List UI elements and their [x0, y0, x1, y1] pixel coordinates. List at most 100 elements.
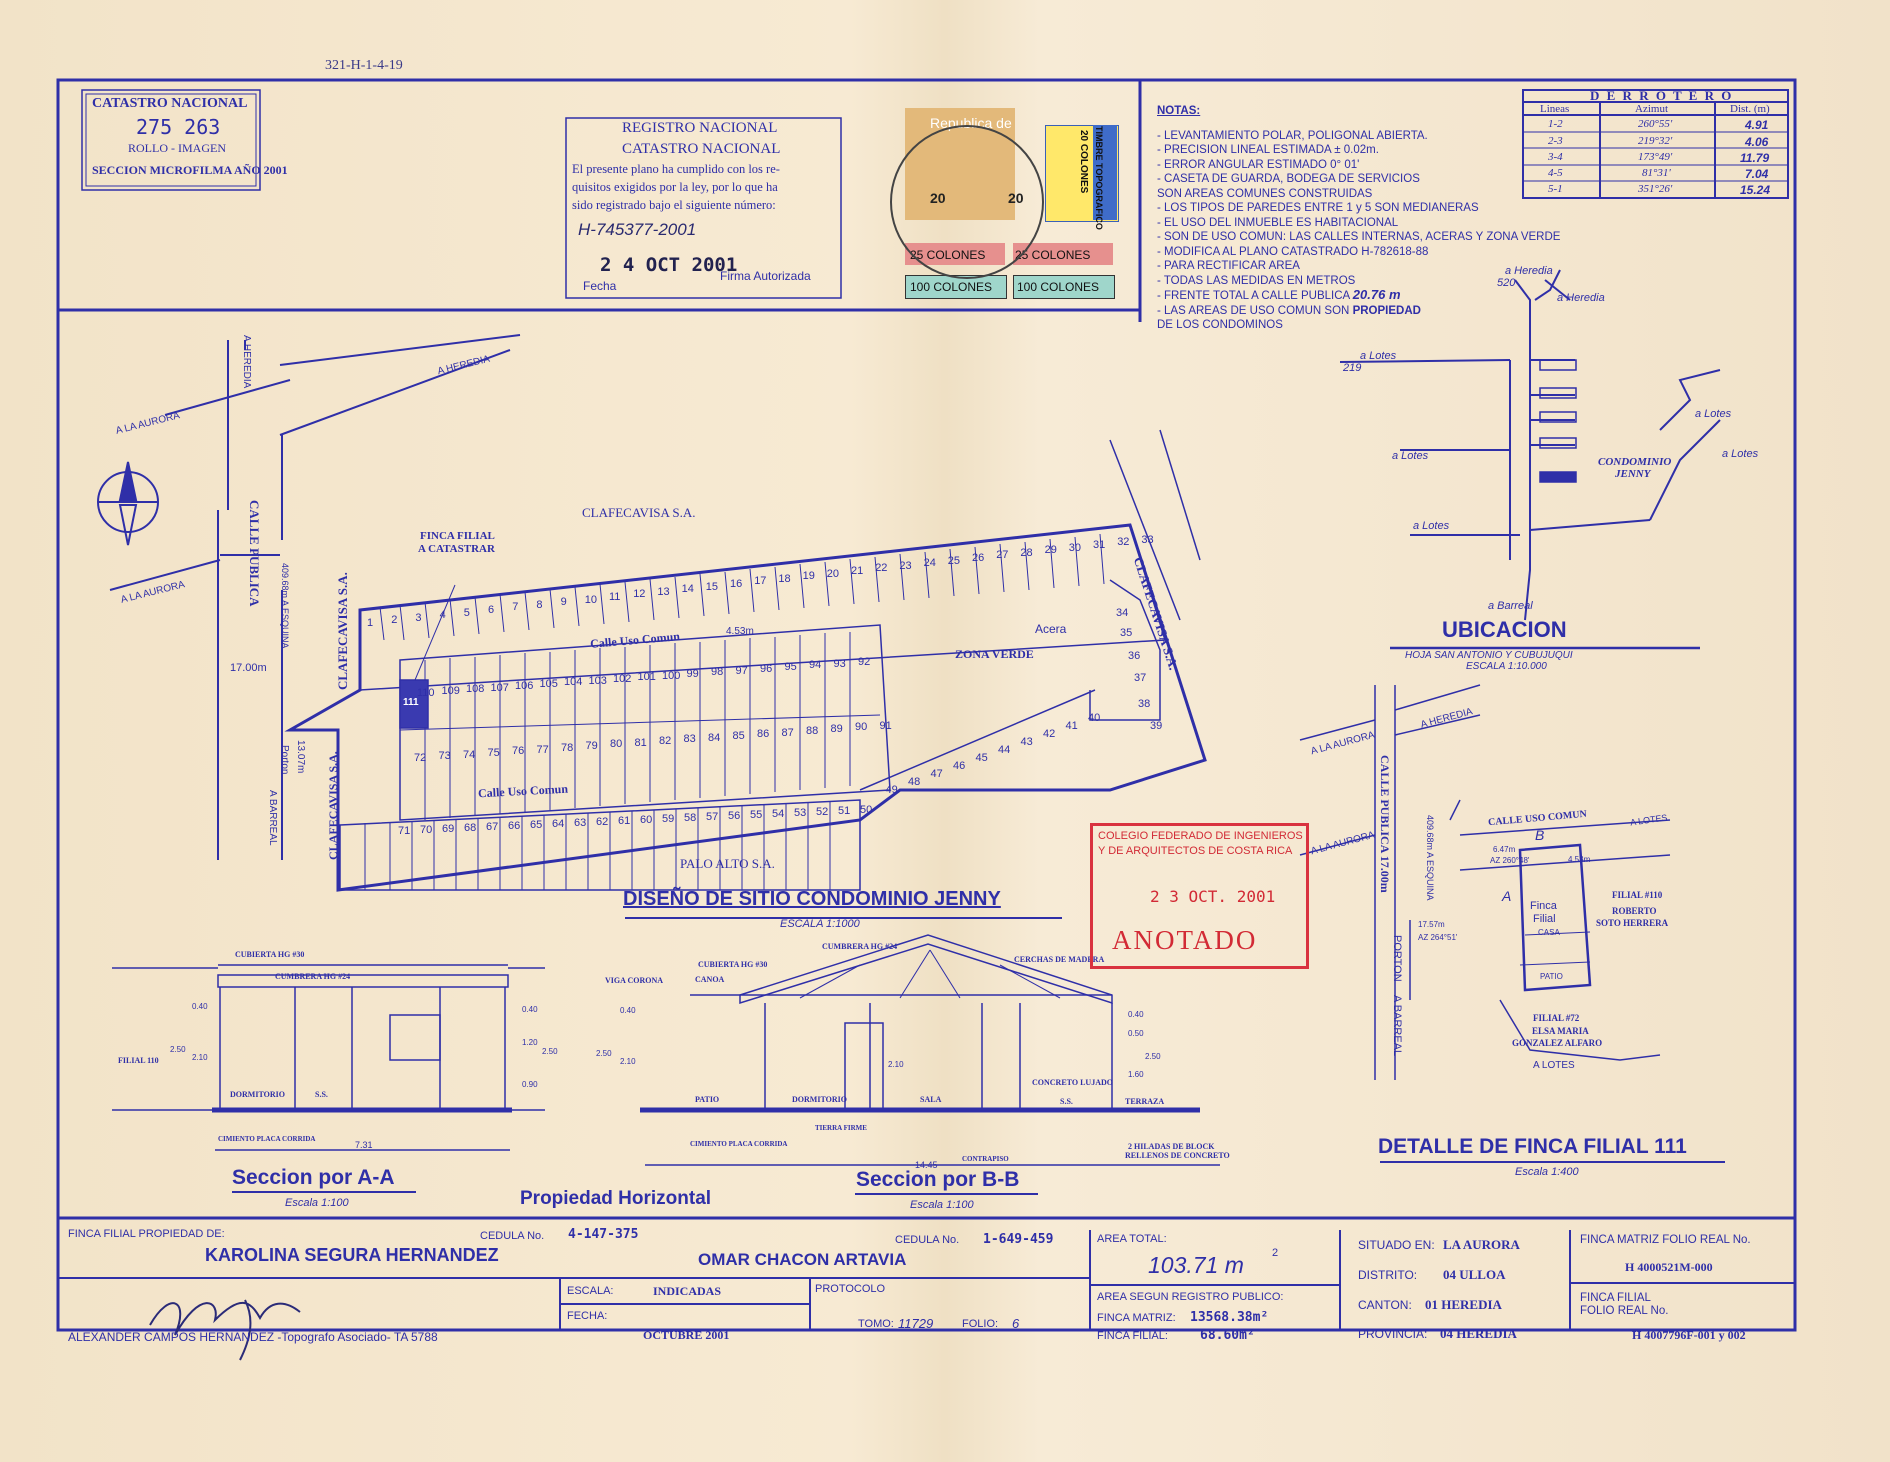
lot-number: 18	[778, 572, 791, 585]
lot-number: 4	[439, 609, 446, 622]
secB-dim: 0.40	[620, 1006, 636, 1015]
detalle-point-b: B	[1535, 827, 1545, 843]
lot-number: 91	[879, 719, 892, 732]
detalle-soto: SOTO HERRERA	[1596, 918, 1669, 928]
porton-label: Porton	[279, 745, 290, 775]
secA-total: 7.31	[355, 1140, 373, 1150]
lot-number: 46	[953, 760, 966, 772]
lot-number: 79	[585, 740, 598, 753]
note-item: - PARA RECTIFICAR AREA	[1157, 260, 1300, 272]
derrotero-cell: 4-5	[1548, 167, 1563, 179]
secB-dim: 2.10	[620, 1057, 636, 1066]
microfilm-label: SECCION MICROFILMA AÑO 2001	[92, 163, 288, 177]
lot-number: 51	[838, 805, 851, 817]
clafecavisa-left2: CLAFECAVISA S.A.	[326, 751, 340, 860]
lot-number: 94	[809, 659, 822, 672]
ubic-km219: 219	[1343, 362, 1362, 374]
filial-111-outline	[1518, 843, 1592, 992]
notes-title: NOTAS:	[1157, 105, 1201, 117]
lot-number: 37	[1134, 672, 1147, 684]
lot-number: 72	[414, 752, 427, 764]
lot-number: 28	[1020, 546, 1033, 559]
detalle-casa: CASA	[1538, 928, 1560, 937]
lot-number: 98	[711, 666, 724, 679]
lot-number: 63	[574, 817, 587, 829]
lot-number: 69	[442, 823, 455, 835]
lot-number: 43	[1020, 736, 1033, 748]
derrotero-cell: 351°26'	[1638, 183, 1673, 195]
lot-number: 50	[860, 804, 873, 816]
ubicacion-scale: ESCALA 1:10.000	[1466, 661, 1547, 672]
lot-number: 24	[923, 557, 936, 570]
cedula2: 1-649-459	[983, 1232, 1054, 1247]
folio-matriz: H 4000521M-000	[1625, 1260, 1713, 1274]
lot-number: 11	[609, 591, 621, 603]
road-a-heredia-1: A HEREDIA	[241, 335, 252, 389]
lot-number: 48	[908, 776, 921, 788]
lot-number: 86	[757, 728, 770, 741]
secB-dim: 2.50	[596, 1049, 612, 1058]
secB-sala: SALA	[920, 1095, 942, 1104]
escala-value: INDICADAS	[653, 1284, 722, 1298]
stamp-timbre-band	[1093, 125, 1117, 220]
secA-dim: 0.90	[522, 1080, 538, 1089]
derrotero-cell: 1-2	[1548, 118, 1563, 130]
notes-panel: NOTAS: - LEVANTAMIENTO POLAR, POLIGONAL …	[1157, 104, 1560, 333]
finca-matriz-area: 13568.38m²	[1190, 1310, 1269, 1325]
signature-mark	[149, 1299, 301, 1361]
palo-alto: PALO ALTO S.A.	[680, 856, 775, 871]
road-a-barreal: A BARREAL	[267, 790, 278, 846]
detalle-finca: Finca	[1530, 900, 1557, 912]
distrito-label: DISTRITO:	[1358, 1268, 1418, 1282]
note-item: - ERROR ANGULAR ESTIMADO 0° 01'	[1157, 158, 1360, 171]
lot-number: 83	[683, 733, 696, 746]
derrotero-cell: 2-3	[1548, 135, 1563, 147]
lot-number: 7	[512, 601, 519, 614]
note-item: - PRECISION LINEAL ESTIMADA ± 0.02m.	[1157, 144, 1379, 156]
lot-number: 16	[730, 578, 743, 590]
detalle-filial72: FILIAL #72	[1533, 1013, 1580, 1023]
derrotero-cell: 7.04	[1745, 167, 1769, 181]
finca-label: FINCA FILIAL PROPIEDAD DE:	[68, 1228, 225, 1240]
secB-dormitorio: DORMITORIO	[792, 1095, 847, 1104]
area-total-label: AREA TOTAL:	[1097, 1233, 1167, 1245]
lot-number: 60	[640, 814, 653, 826]
finca-filial-label: FINCA FILIAL:	[1097, 1330, 1168, 1342]
lot-number: 41	[1065, 720, 1078, 732]
lot-number: 89	[830, 723, 843, 736]
lot-number: 65	[530, 819, 543, 831]
lot-number: 73	[438, 750, 451, 763]
lot-number: 39	[1150, 720, 1163, 732]
ubic-km520: 520	[1497, 277, 1516, 289]
colegio-line2: Y DE ARQUITECTOS DE COSTA RICA	[1098, 845, 1293, 857]
derrotero-cell: 15.24	[1740, 183, 1771, 197]
cancel-seal	[890, 125, 1044, 279]
note-item: - LAS AREAS DE USO COMUN SON PROPIEDAD	[1157, 304, 1421, 317]
lot-number: 21	[851, 565, 864, 577]
secA-filial: FILIAL 110	[118, 1056, 159, 1065]
lot-number: 59	[662, 813, 675, 825]
lot-number: 74	[463, 748, 476, 761]
lot-number: 33	[1141, 533, 1154, 546]
lot-number: 81	[634, 736, 647, 749]
area-reg-label: AREA SEGUN REGISTRO PUBLICO:	[1097, 1291, 1284, 1303]
topografo-label: ALEXANDER CAMPOS HERNANDEZ -Topografo As…	[68, 1330, 438, 1344]
note-item: - LOS TIPOS DE PAREDES ENTRE 1 y 5 SON M…	[1157, 202, 1479, 214]
cedula-label2: CEDULA No.	[895, 1234, 960, 1246]
lot-number: 22	[875, 562, 888, 575]
note-item: DE LOS CONDOMINOS	[1157, 319, 1283, 331]
lot-number: 102	[613, 673, 632, 685]
derrotero-cell: 260°55'	[1638, 118, 1673, 130]
note-item: - TODAS LAS MEDIDAS EN METROS	[1157, 274, 1356, 287]
ubic-jenny: JENNY	[1615, 468, 1651, 480]
lot-number: 87	[781, 726, 794, 739]
folio-label: FOLIO:	[962, 1318, 999, 1330]
lot-number: 101	[637, 671, 656, 684]
escala-label: ESCALA:	[567, 1285, 614, 1297]
ubic-lotes-2: a Lotes	[1392, 450, 1429, 462]
site-title: DISEÑO DE SITIO CONDOMINIO JENNY	[623, 888, 1001, 910]
note-item: - FRENTE TOTAL A CALLE PUBLICA 20.76 m	[1157, 287, 1401, 302]
registro-text3: sido registrado bajo el siguiente número…	[572, 198, 776, 212]
lot-number: 92	[858, 656, 871, 668]
lot-number: 55	[750, 809, 763, 821]
